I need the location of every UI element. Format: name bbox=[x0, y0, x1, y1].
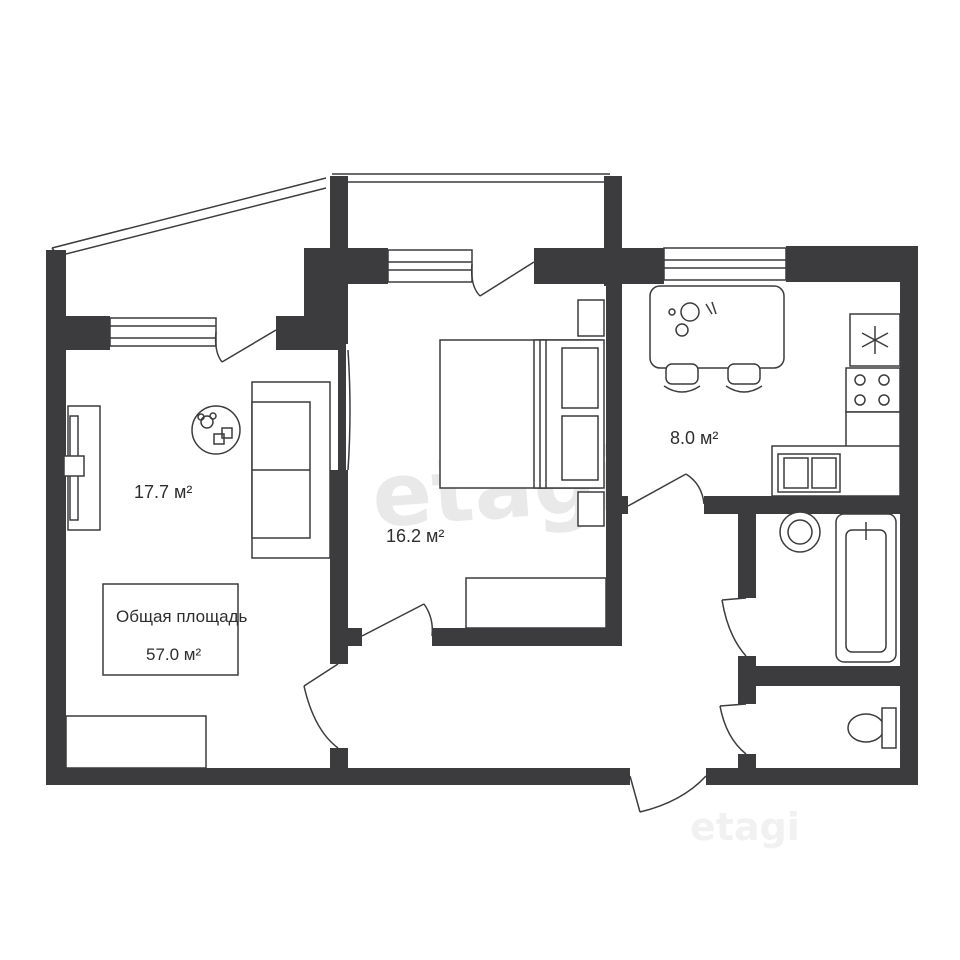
nightstand-top bbox=[577, 299, 605, 337]
kitchen-sink bbox=[777, 453, 841, 493]
kitchen-furniture bbox=[649, 285, 901, 497]
bathroom-furniture bbox=[779, 511, 897, 749]
bedroom-area: 16.2 м² bbox=[386, 526, 444, 546]
total-area-value: 57.0 м² bbox=[146, 645, 201, 664]
kitchen-area: 8.0 м² bbox=[670, 428, 718, 448]
living-room-furniture bbox=[63, 381, 331, 769]
total-area-box bbox=[102, 583, 239, 676]
snowflake-icon bbox=[861, 326, 889, 354]
wardrobe bbox=[65, 715, 207, 769]
counter bbox=[845, 411, 901, 449]
watermark-bottom: etagi bbox=[690, 805, 800, 849]
living-room-area: 17.7 м² bbox=[134, 482, 192, 502]
washbasin bbox=[779, 511, 821, 553]
chair bbox=[727, 363, 761, 385]
balcony-left bbox=[51, 177, 327, 257]
doors bbox=[214, 261, 747, 813]
stove bbox=[845, 367, 901, 413]
plant-icon bbox=[191, 405, 241, 455]
bedroom-furniture bbox=[347, 299, 607, 629]
dresser bbox=[465, 577, 607, 629]
chair bbox=[665, 363, 699, 385]
balcony-top bbox=[332, 173, 610, 183]
nightstand-bottom bbox=[577, 491, 605, 527]
walls bbox=[46, 176, 918, 785]
total-area-label: Общая площадь bbox=[116, 607, 247, 626]
dining-table bbox=[649, 285, 785, 369]
bathtub bbox=[835, 513, 897, 663]
toilet bbox=[847, 713, 885, 743]
